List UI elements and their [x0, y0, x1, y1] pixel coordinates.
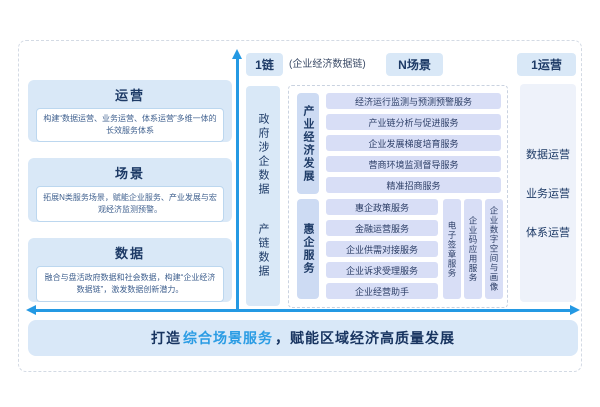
industry-chain-data-label: 产链数据 [257, 223, 269, 280]
banner-suffix: ，赋能区域经济高质量发展 [275, 330, 455, 346]
banner-prefix: 打造 [151, 330, 181, 346]
category-enterprise-benefit: 惠企服务 [297, 199, 319, 299]
badge-one-operation: 1运营 [517, 53, 576, 76]
up-arrow-icon [232, 49, 242, 59]
section-data-desc: 融合与盘活政府数据和社会数据，构建“企业经济数据链”，激发数据创新潜力。 [36, 266, 224, 302]
sidebar-esign-service: 电子签章服务 [443, 199, 461, 299]
bottom-banner: 打造 综合场景服务 ，赋能区域经济高质量发展 [28, 320, 578, 356]
operations-column: 数据运营 业务运营 体系运营 [520, 84, 576, 302]
badge-one-chain: 1链 [246, 53, 283, 76]
banner-highlight: 综合场景服务 [183, 330, 273, 346]
chain-note-label: (企业经济数据链) [289, 59, 366, 70]
section-scenes: 场景 拓展N类服务场景，赋能企业服务、产业发展与宏观经济监测预警。 [28, 158, 232, 222]
service-pill: 惠企政策服务 [326, 199, 438, 215]
gov-enterprise-data-label: 政府涉企数据 [257, 112, 269, 197]
service-pill: 金融运营服务 [326, 220, 438, 236]
data-chain-bar: 政府涉企数据 产链数据 [246, 86, 280, 306]
service-pill: 企业经营助手 [326, 283, 438, 299]
right-arrow-icon [570, 305, 580, 315]
op-system-operations: 体系运营 [526, 227, 570, 239]
section-operations: 运营 构建“数据运营、业务运营、体系运营”多维一体的长效服务体系 [28, 80, 232, 142]
scenes-container: 产业经济发展 经济运行监测与预测预警服务 产业链分析与促进服务 企业发展梯度培育… [288, 85, 508, 308]
service-pill: 企业诉求受理服务 [326, 262, 438, 278]
section-data: 数据 融合与盘活政府数据和社会数据，构建“企业经济数据链”，激发数据创新潜力。 [28, 238, 232, 302]
vertical-axis-line [236, 58, 239, 312]
section-operations-desc: 构建“数据运营、业务运营、体系运营”多维一体的长效服务体系 [36, 108, 224, 142]
service-pill: 精准招商服务 [326, 177, 501, 193]
left-arrow-icon [26, 305, 36, 315]
category-industry-economy: 产业经济发展 [297, 93, 319, 194]
horizontal-axis-line [34, 309, 572, 312]
service-pill: 经济运行监测与预测预警服务 [326, 93, 501, 109]
section-operations-title: 运营 [114, 88, 145, 103]
op-data-operations: 数据运营 [526, 149, 570, 161]
op-business-operations: 业务运营 [526, 188, 570, 200]
sidebar-enterprise-code-service: 企业码应用服务 [464, 199, 482, 299]
section-scenes-title: 场景 [114, 166, 145, 181]
section-data-title: 数据 [114, 246, 145, 261]
sidebar-digital-space-portrait: 企业数字空间与画像 [485, 199, 503, 299]
section-scenes-desc: 拓展N类服务场景，赋能企业服务、产业发展与宏观经济监测预警。 [36, 186, 224, 222]
badge-n-scenes: N场景 [386, 53, 443, 76]
service-pill: 企业供需对接服务 [326, 241, 438, 257]
service-pill: 企业发展梯度培育服务 [326, 135, 501, 151]
service-pill: 产业链分析与促进服务 [326, 114, 501, 130]
service-pill: 营商环境监测督导服务 [326, 156, 501, 172]
